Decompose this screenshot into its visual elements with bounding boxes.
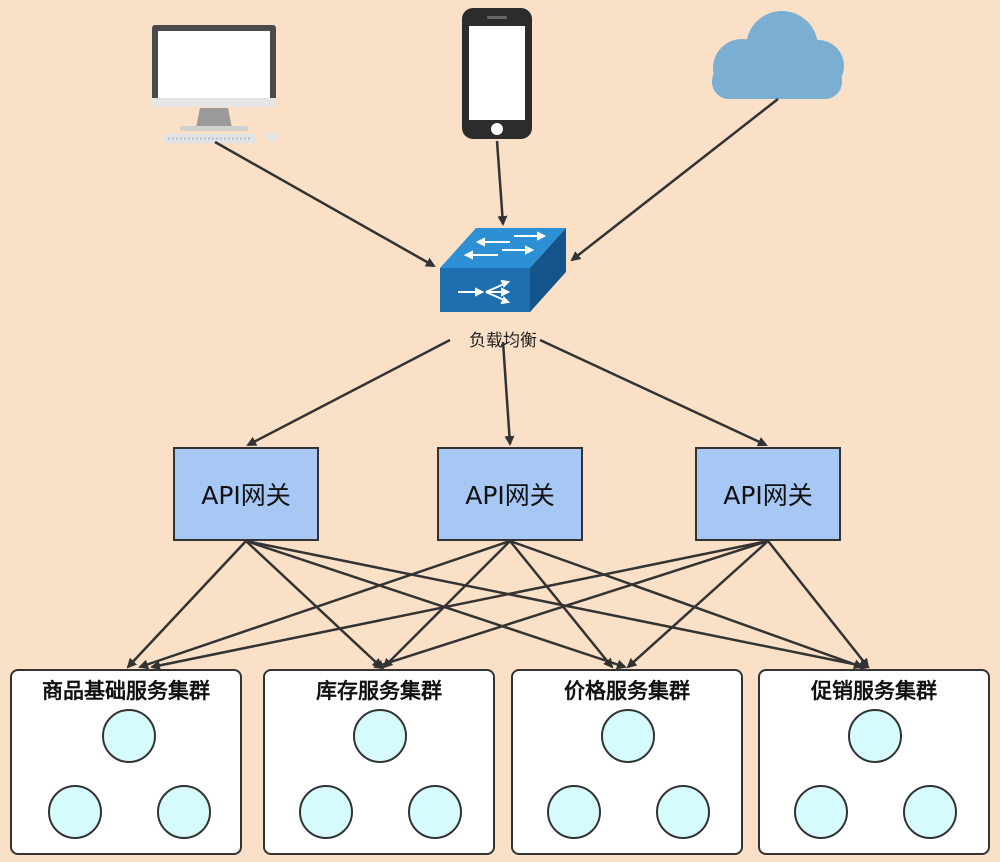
api-gateway-3: API网关 (695, 447, 841, 541)
cluster-product-base: 商品基础服务集群 (10, 669, 242, 855)
service-node (903, 785, 957, 839)
balancer-arrows (246, 338, 768, 447)
service-node (848, 709, 902, 763)
load-balancer-label: 负载均衡 (469, 331, 537, 351)
cluster-title: 价格服务集群 (564, 679, 690, 703)
cluster-title: 促销服务集群 (811, 679, 937, 703)
cluster-promotion: 促销服务集群 (758, 669, 990, 855)
service-node (408, 785, 462, 839)
device-arrows (214, 98, 779, 268)
smartphone-icon (462, 8, 532, 139)
service-node (157, 785, 211, 839)
service-node (601, 709, 655, 763)
cloud-icon (712, 11, 844, 99)
cluster-inventory: 库存服务集群 (263, 669, 495, 855)
service-node (656, 785, 710, 839)
service-node (353, 709, 407, 763)
api-gateway-1: API网关 (173, 447, 319, 541)
service-node (794, 785, 848, 839)
network-switch-icon (440, 228, 566, 312)
service-node (102, 709, 156, 763)
service-node (547, 785, 601, 839)
api-gateway-2: API网关 (437, 447, 583, 541)
cluster-title: 库存服务集群 (316, 679, 442, 703)
gateway-arrows (126, 539, 870, 671)
cluster-price: 价格服务集群 (511, 669, 743, 855)
service-node (299, 785, 353, 839)
cluster-title: 商品基础服务集群 (42, 679, 210, 703)
desktop-computer-icon (152, 25, 278, 143)
service-node (48, 785, 102, 839)
